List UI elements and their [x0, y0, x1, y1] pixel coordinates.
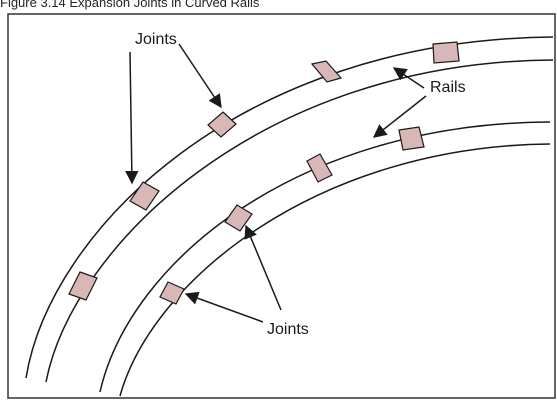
joint: [306, 153, 333, 183]
joints-label-top: Joints: [135, 31, 177, 48]
bottom-joints-leaders: [184, 224, 282, 323]
outer-track-inner-rail: [45, 59, 554, 383]
outer-track-joints: [68, 41, 460, 301]
diagram-frame: [7, 13, 556, 399]
inner-track-joints: [159, 126, 425, 305]
rails-leaders: [372, 67, 427, 138]
joint: [159, 281, 185, 305]
leader-arrow: [244, 224, 282, 311]
joint: [432, 41, 460, 64]
rails-label: Rails: [430, 79, 466, 96]
top-joints-leaders: [125, 43, 222, 185]
joint: [129, 181, 160, 211]
leader-arrow: [184, 291, 264, 323]
leader-arrow: [178, 43, 222, 109]
leader-arrow: [125, 51, 139, 185]
joint: [68, 271, 98, 301]
leader-arrow: [392, 67, 425, 89]
figure-caption: Figure 3.14 Expansion Joints in Curved R…: [0, 0, 260, 10]
joint: [310, 60, 343, 83]
joint: [207, 111, 237, 138]
outer-track-outer-rail: [25, 36, 554, 379]
figure-caption-fragment: Figure 3.14 Expansion Joints in Curved R…: [0, 0, 557, 14]
joint: [398, 126, 425, 151]
inner-track-inner-rail: [119, 143, 551, 397]
joints-label-bottom: Joints: [267, 321, 309, 338]
joint: [224, 204, 253, 232]
leader-arrow: [372, 95, 427, 138]
